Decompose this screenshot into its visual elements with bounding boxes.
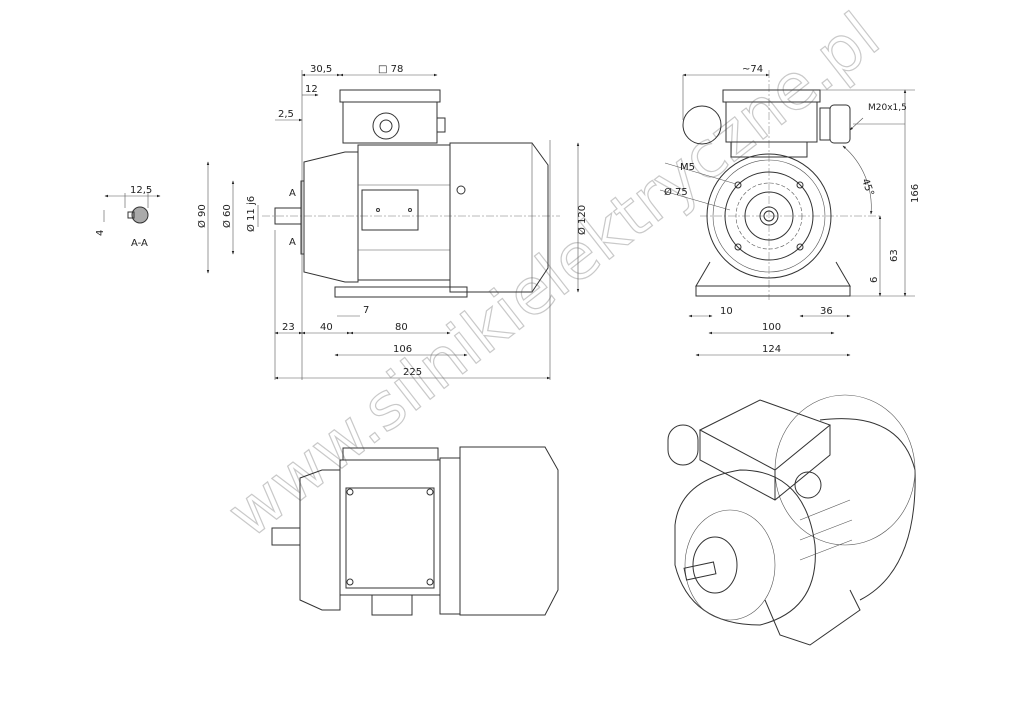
side-dimensions: 30,5 □ 78 12 2,5 Ø 90 Ø 60 Ø 11 j6 Ø 120… [196, 64, 588, 380]
dim-166: 166 [910, 184, 921, 203]
section-key-label: 4 [95, 230, 106, 236]
dim-10: 10 [720, 306, 733, 317]
dim-225: 225 [403, 367, 422, 378]
dim-40: 40 [320, 322, 333, 333]
top-view [271, 446, 559, 616]
dim-dia-60: Ø 60 [221, 204, 233, 228]
section-label: A-A [131, 238, 148, 249]
dim-angle: 45° [859, 177, 875, 197]
watermark: www.silnikielektryczne.pl [214, 0, 893, 553]
dim-36: 36 [820, 306, 833, 317]
dim-dia-90: Ø 90 [196, 204, 208, 228]
dim-80: 80 [395, 322, 408, 333]
cut-marker-bottom: A [289, 237, 296, 248]
dim-63: 63 [889, 249, 900, 262]
dim-74: ~74 [742, 64, 763, 75]
side-view: 30,5 □ 78 12 2,5 Ø 90 Ø 60 Ø 11 j6 Ø 120… [196, 64, 588, 380]
cut-marker-top: A [289, 188, 296, 199]
dim-106: 106 [393, 344, 412, 355]
section-a-a: 12,5 4 A-A [95, 185, 161, 249]
dim-30-5: 30,5 [310, 64, 332, 75]
dim-2-5: 2,5 [278, 109, 294, 120]
dim-124: 124 [762, 344, 781, 355]
front-dimensions: ~74 M20x1,5 M5 Ø 75 45° 166 63 6 10 36 1… [659, 64, 921, 357]
dim-m5: M5 [680, 162, 695, 173]
dim-box-78: □ 78 [378, 64, 403, 75]
dim-7: 7 [363, 305, 369, 316]
dim-12: 12 [305, 84, 318, 95]
dim-dia-75: Ø 75 [664, 186, 688, 198]
section-width-label: 12,5 [130, 185, 152, 196]
dim-dia-120: Ø 120 [576, 205, 588, 235]
dim-shaft: Ø 11 j6 [245, 196, 257, 232]
dim-gland: M20x1,5 [868, 103, 907, 113]
dim-100: 100 [762, 322, 781, 333]
isometric-view [667, 394, 916, 646]
front-view: ~74 M20x1,5 M5 Ø 75 45° 166 63 6 10 36 1… [659, 64, 921, 357]
dim-6: 6 [869, 277, 880, 283]
dim-23: 23 [282, 322, 295, 333]
